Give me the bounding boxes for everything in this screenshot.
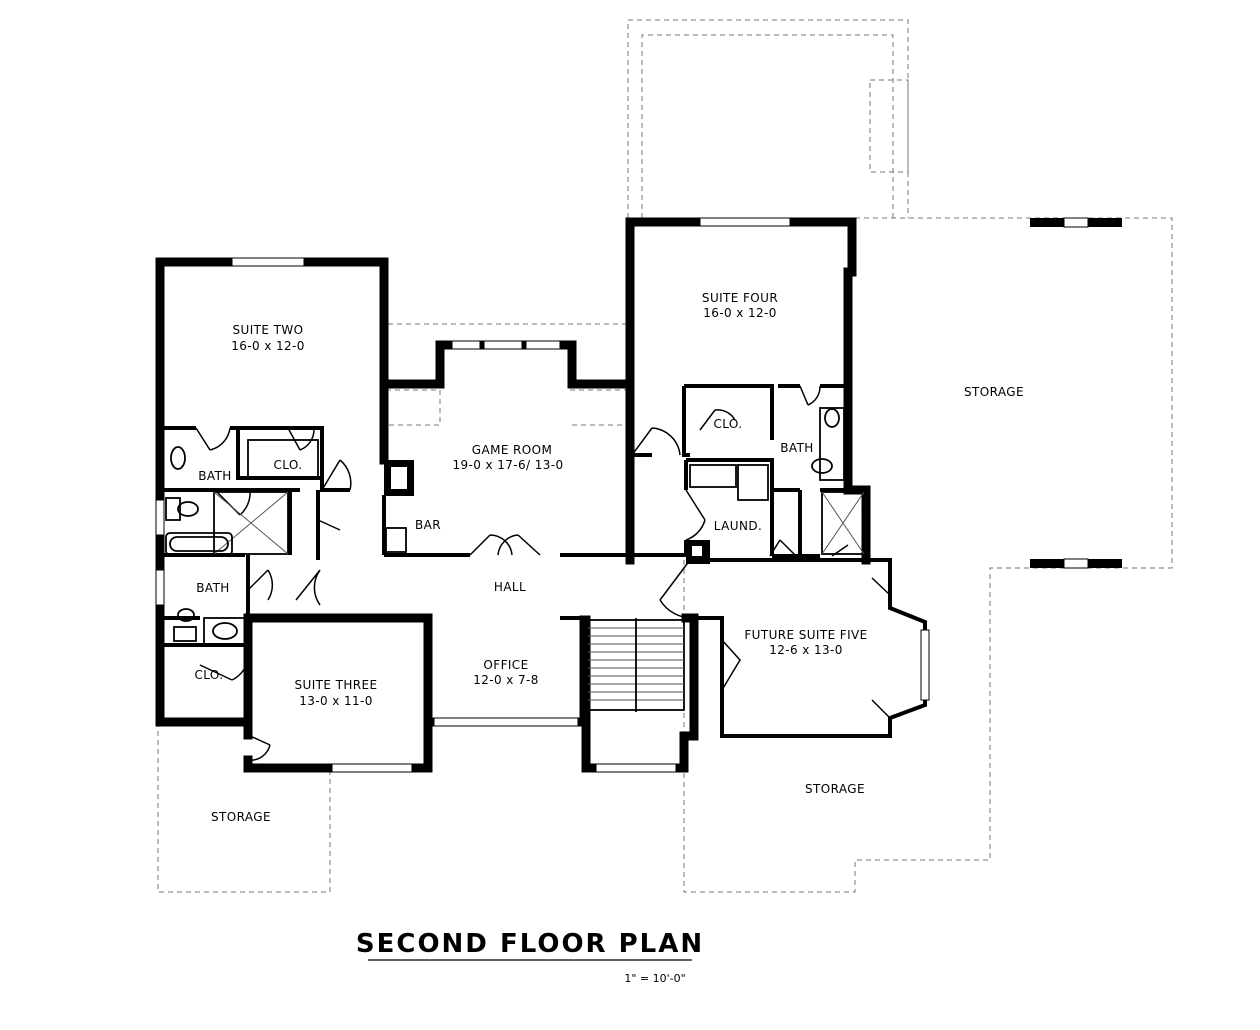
- fixtures: [165, 407, 865, 645]
- dashed-outlines: [157, 19, 1173, 893]
- suite-three-dims: 13-0 x 11-0: [299, 694, 373, 708]
- storage-right-label: STORAGE: [964, 385, 1024, 399]
- game-room-name: GAME ROOM: [472, 443, 552, 457]
- office-dims: 12-0 x 7-8: [473, 673, 539, 687]
- game-room-dims: 19-0 x 17-6/ 13-0: [452, 458, 563, 472]
- bath-suite-three-label: BATH: [196, 581, 229, 595]
- storage-bottom-left-label: STORAGE: [211, 810, 271, 824]
- bar-label: BAR: [415, 518, 441, 532]
- suite-two-name: SUITE TWO: [233, 323, 304, 337]
- office-name: OFFICE: [483, 658, 528, 672]
- laundry-label: LAUND.: [714, 519, 762, 533]
- plan-scale: 1" = 10'-0": [624, 972, 685, 985]
- storage-bottom-right-label: STORAGE: [805, 782, 865, 796]
- bath-suite-two-label: BATH: [198, 469, 231, 483]
- suite-four-name: SUITE FOUR: [702, 291, 778, 305]
- walls: [155, 217, 927, 773]
- suite-three-name: SUITE THREE: [295, 678, 378, 692]
- room-labels: SUITE TWO 16-0 x 12-0 GAME ROOM 19-0 x 1…: [194, 291, 1023, 824]
- future-suite-five-dims: 12-6 x 13-0: [769, 643, 843, 657]
- closet-suite-three-label: CLO.: [194, 668, 223, 682]
- future-suite-five-name: FUTURE SUITE FIVE: [744, 628, 867, 642]
- closet-suite-four-label: CLO.: [713, 417, 742, 431]
- stairs: [587, 618, 685, 712]
- bath-suite-four-label: BATH: [780, 441, 813, 455]
- closet-suite-two-label: CLO.: [273, 458, 302, 472]
- door-swings: [195, 385, 891, 761]
- hall-label: HALL: [494, 580, 526, 594]
- suite-two-dims: 16-0 x 12-0: [231, 339, 305, 353]
- plan-title: SECOND FLOOR PLAN: [356, 929, 704, 959]
- windows: [155, 217, 1122, 773]
- suite-four-dims: 16-0 x 12-0: [703, 306, 777, 320]
- title-block: SECOND FLOOR PLAN 1" = 10'-0": [356, 929, 704, 985]
